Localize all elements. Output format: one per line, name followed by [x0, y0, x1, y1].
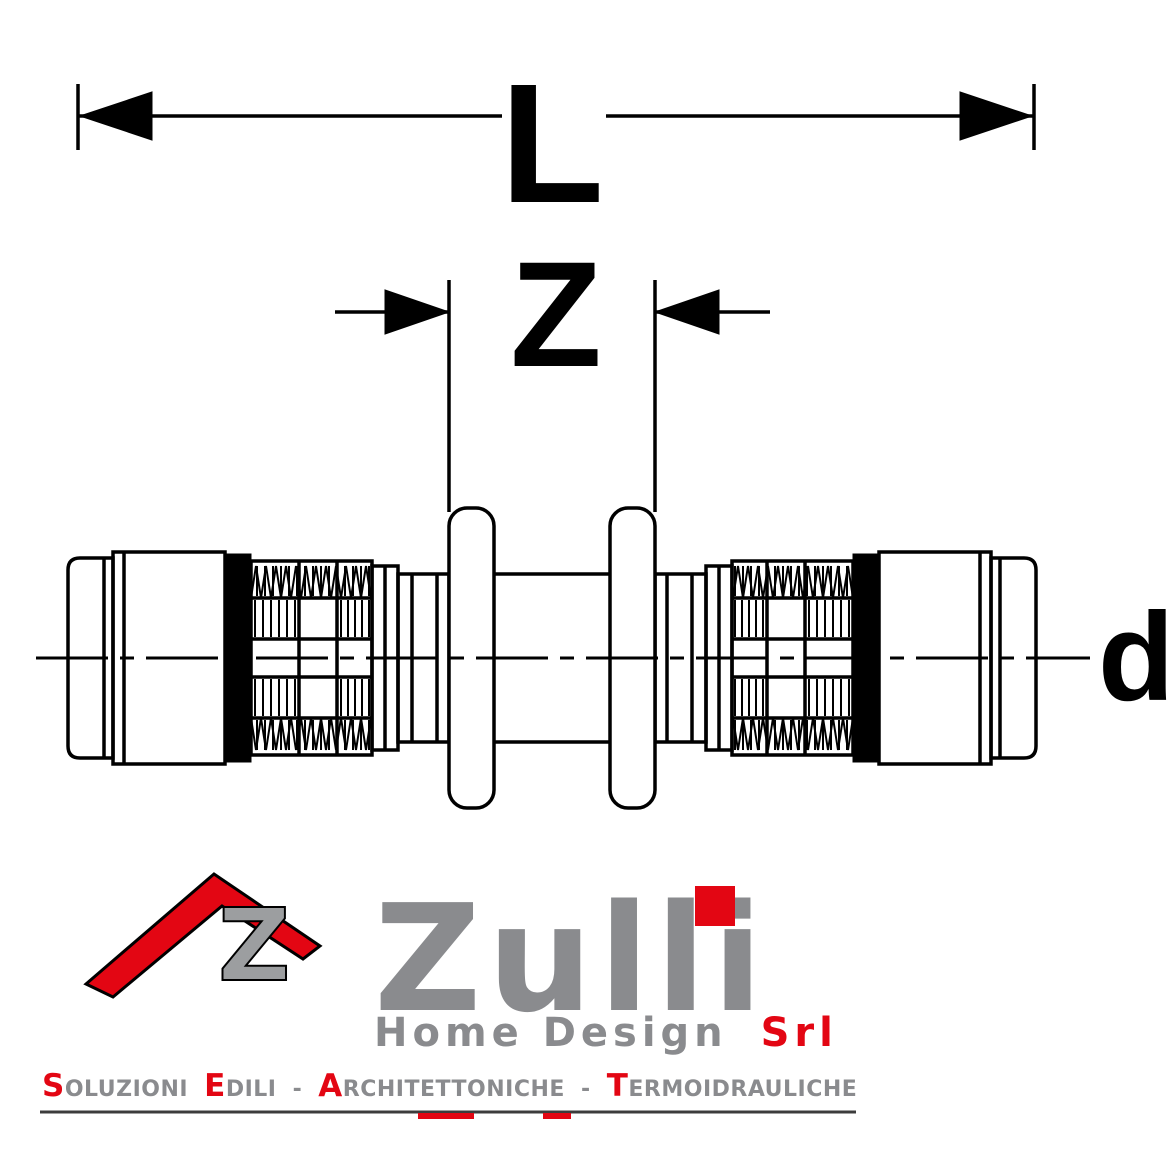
tagline-word-3: RCHITETTONICHE: [343, 1077, 565, 1102]
arrowhead-z-left-icon: [384, 289, 451, 335]
knurled-crimp-sleeve: [249, 559, 374, 757]
tagline-initial-2: E: [204, 1068, 226, 1104]
dimension-offset: Z: [335, 230, 770, 512]
company-subtitle: Home Design Srl: [374, 1010, 838, 1056]
length-label: L: [500, 49, 604, 239]
legal-suffix: Srl: [761, 1010, 838, 1056]
knurl-hatch-mid: [254, 600, 370, 716]
tagline-separator-1: -: [293, 1077, 303, 1102]
tagline-initial-3: A: [318, 1068, 343, 1104]
knurl-hatch-top: [256, 566, 370, 596]
tagline: SOLUZIONI EDILI - ARCHITETTONICHE - TERM…: [42, 1068, 857, 1104]
tagline-word-4: ERMOIDRAULICHE: [628, 1077, 857, 1102]
logo: Z Zulli Home Design Srl SOLUZIONI EDILI …: [40, 872, 857, 1119]
arrowhead-right-icon: [959, 91, 1034, 141]
arrowhead-left-icon: [78, 91, 153, 141]
tagline-initial-1: S: [42, 1068, 65, 1104]
knurl-hatch-bottom: [256, 720, 370, 750]
offset-label: Z: [510, 230, 602, 398]
company-name-i-dot: [695, 886, 735, 926]
knurl-teeth-top: [250, 565, 372, 599]
dimension-length: L: [76, 49, 1036, 239]
roof-icon: [83, 872, 323, 999]
tagline-initial-4: T: [607, 1068, 629, 1104]
subtitle-text: Home Design: [374, 1010, 728, 1056]
roof-letter: Z: [218, 887, 291, 1004]
knurl-teeth-bottom: [250, 717, 372, 751]
diameter-label: d: [1098, 588, 1168, 727]
tagline-separator-2: -: [581, 1077, 591, 1102]
tagline-word-1: OLUZIONI: [65, 1077, 188, 1102]
arrowhead-z-right-icon: [653, 289, 720, 335]
tagline-word-2: DILI: [226, 1077, 277, 1102]
pipe-end-cap: [66, 556, 115, 760]
